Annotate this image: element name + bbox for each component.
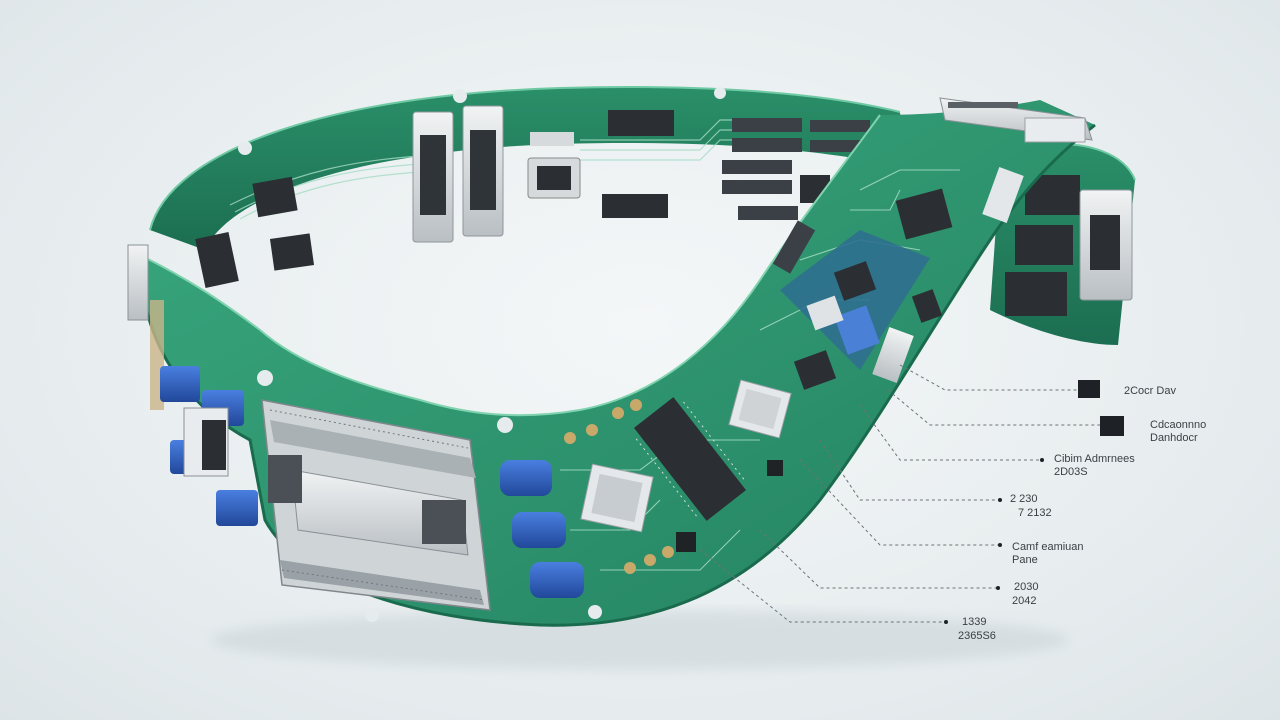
callout-2-label: Cdcaonnno <box>1150 419 1206 431</box>
ic-chip <box>195 232 239 288</box>
callout-5-label: Camf eamiuan <box>1012 541 1084 553</box>
small-chip <box>767 460 783 476</box>
callout-4-sublabel: 7 2132 <box>1018 507 1052 519</box>
small-chip <box>911 289 943 323</box>
ic-chip <box>728 379 792 439</box>
ground-shadow <box>210 610 1070 670</box>
processor-zone <box>772 220 930 390</box>
ic-chip <box>580 463 654 533</box>
silver-component <box>982 167 1024 223</box>
shield-module <box>261 399 491 611</box>
callout-6-sublabel: 2042 <box>1012 595 1036 607</box>
callout-labels: 2Cocr Dav Cdcaonnno Danhdocr Cibim Admrn… <box>958 385 1206 642</box>
connector-row <box>722 118 870 220</box>
ic-chip <box>602 110 674 218</box>
callout-5-sublabel: Pane <box>1012 554 1038 566</box>
callout-markers <box>944 380 1124 624</box>
ic-chip <box>1005 272 1067 316</box>
ic-chip <box>1015 225 1073 265</box>
blue-capacitor-group <box>500 460 584 598</box>
pcb-back-band <box>149 86 905 288</box>
ic-chip <box>269 233 315 271</box>
pcb-right-side <box>990 143 1136 345</box>
ic-chip <box>895 188 953 240</box>
callout-4-label: 2 230 <box>1010 493 1038 505</box>
callout-7-label: 1339 <box>962 616 986 628</box>
small-chip <box>676 532 696 552</box>
callout-6-label: 2030 <box>1014 581 1038 593</box>
ic-chip <box>252 176 298 218</box>
callout-3-label: Cibim Admrnees <box>1054 453 1135 465</box>
callout-1-label: 2Cocr Dav <box>1124 385 1176 397</box>
callout-7-sublabel: 2365S6 <box>958 630 996 642</box>
blue-connector-group <box>160 366 258 526</box>
dip-chip <box>633 397 747 521</box>
callout-lines <box>699 364 1100 623</box>
pcb-front-band <box>127 97 1096 627</box>
callout-2-sublabel: Danhdocr <box>1150 432 1198 444</box>
callout-3-sublabel: 2D03S <box>1054 466 1088 478</box>
gold-pads <box>564 399 674 574</box>
capacitor-component <box>872 327 914 383</box>
top-connector <box>939 97 1093 143</box>
